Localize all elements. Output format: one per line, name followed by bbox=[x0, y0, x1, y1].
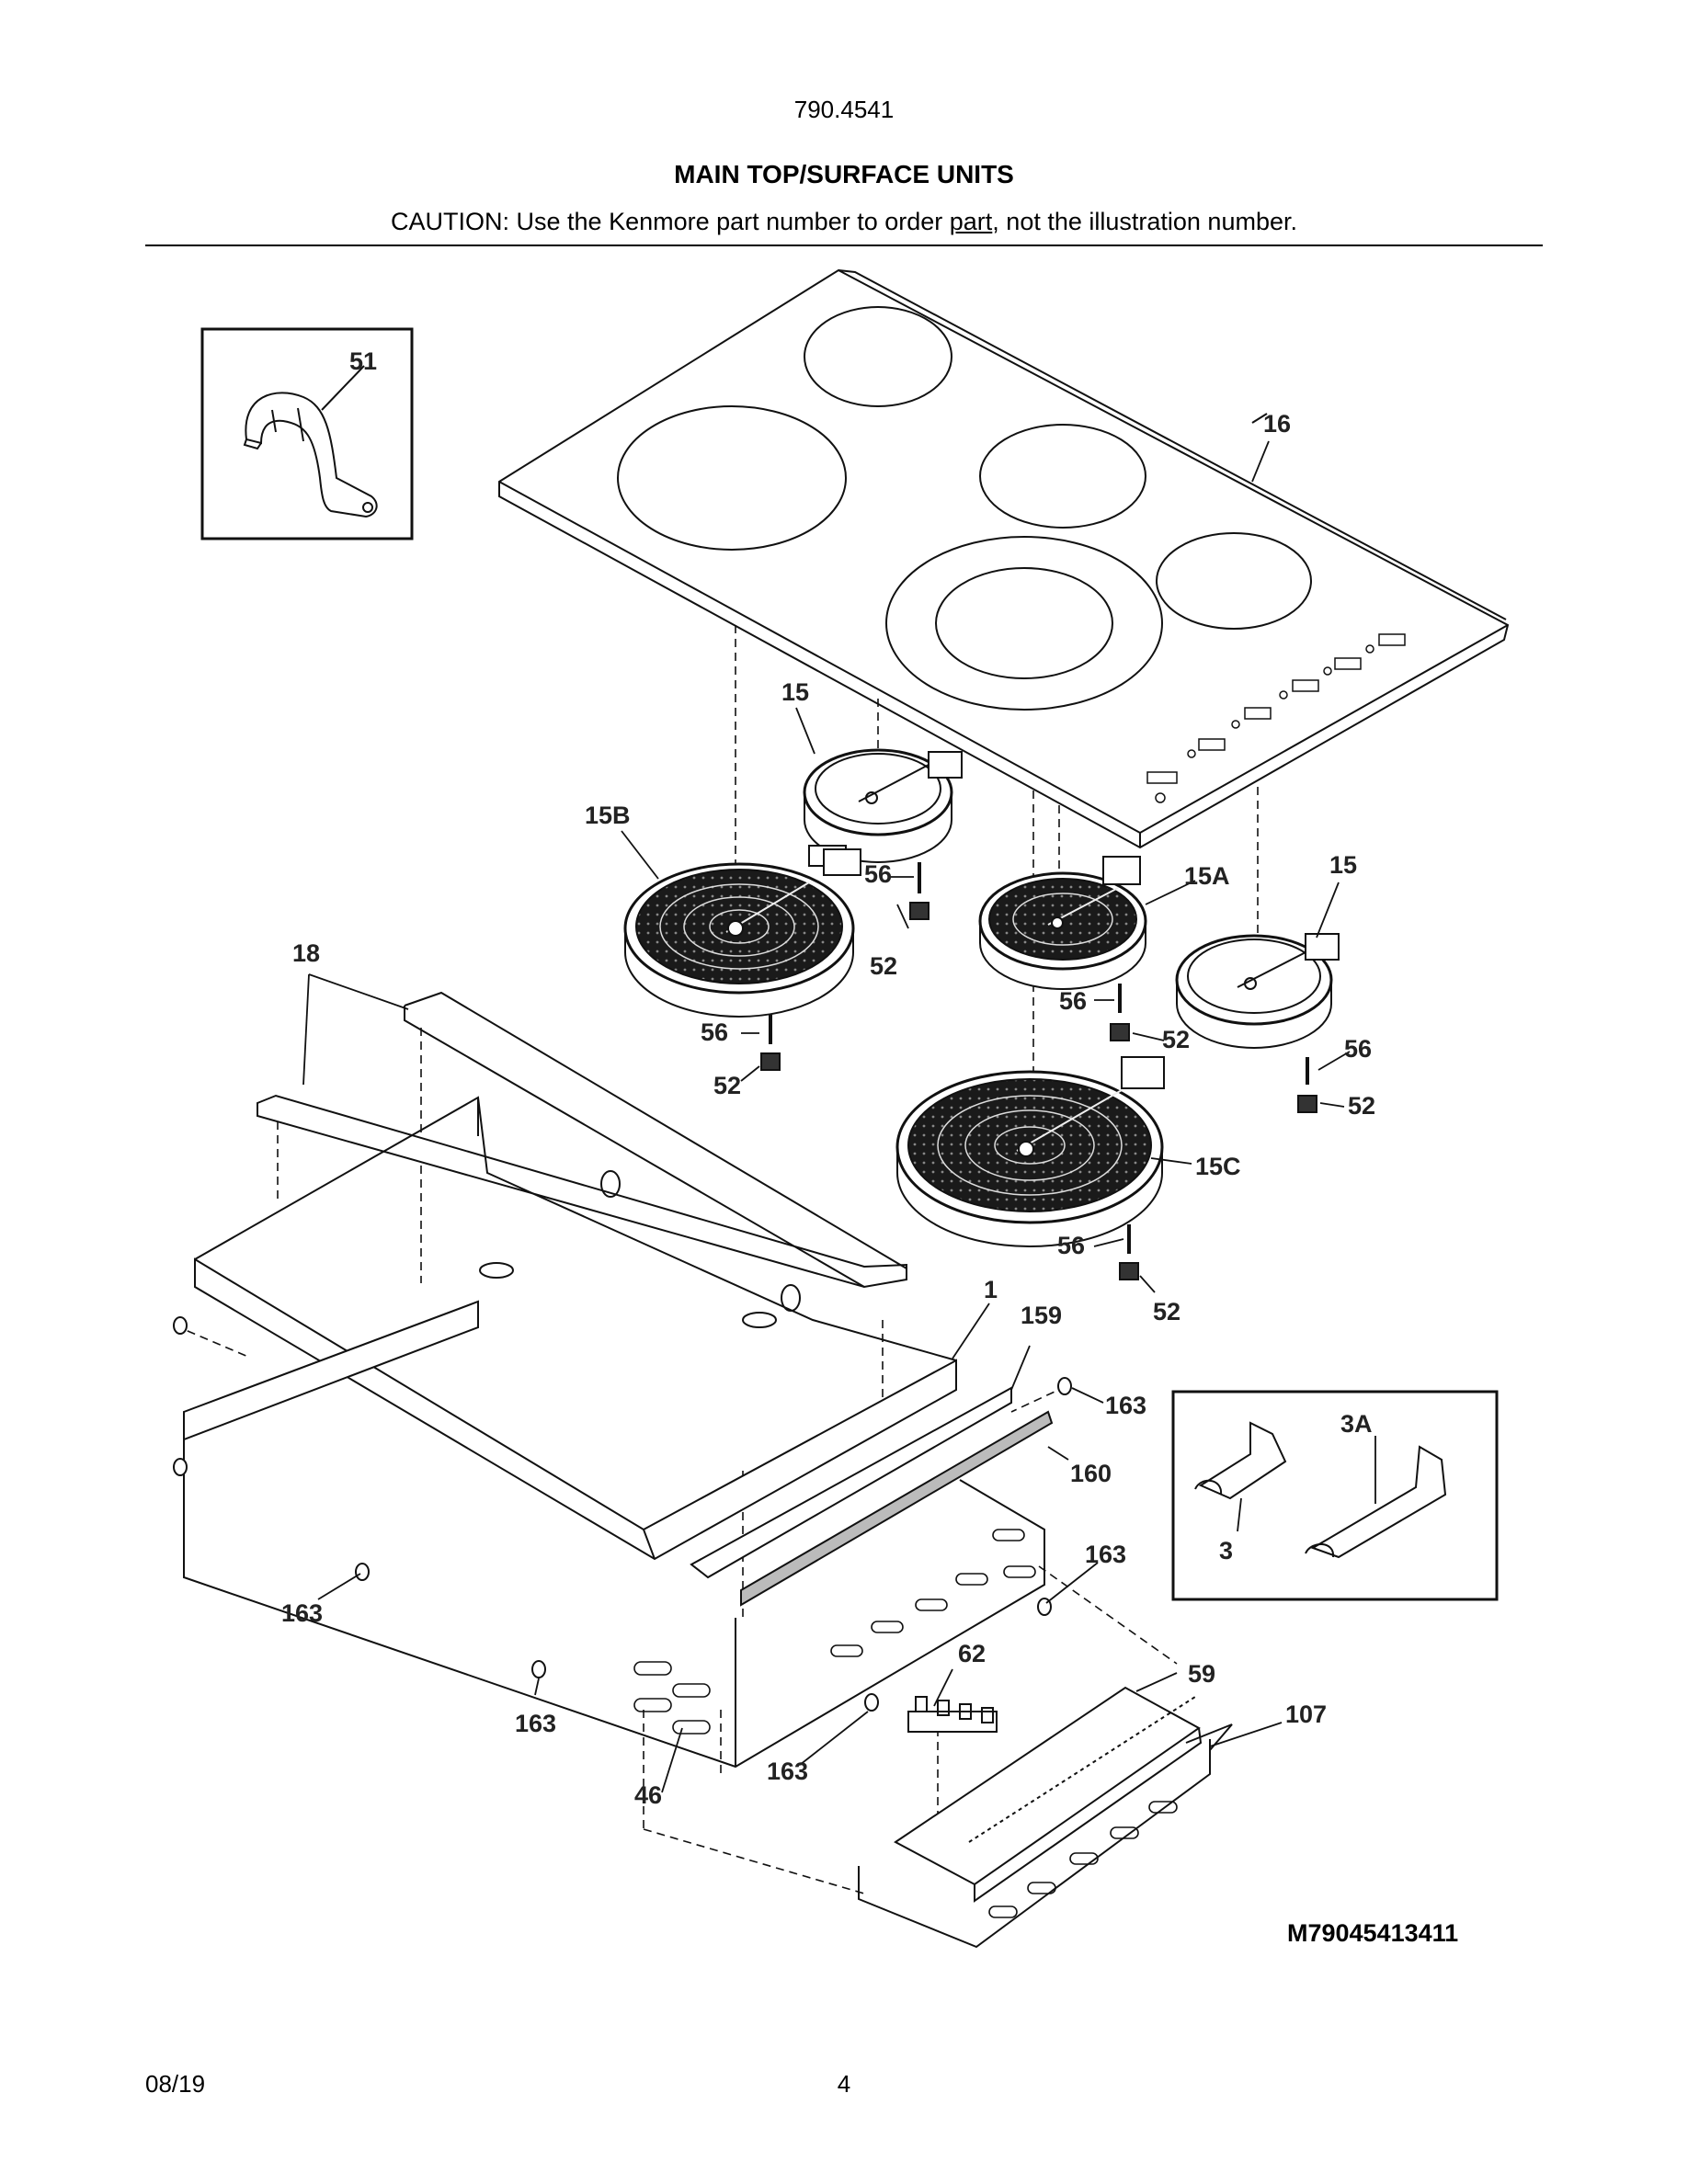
callout-51: 51 bbox=[349, 347, 377, 375]
callout-15-right: 15 bbox=[1329, 851, 1357, 879]
callout-18: 18 bbox=[292, 939, 320, 967]
surface-element-15-top bbox=[803, 748, 963, 867]
callout-labels: 51 16 15 15B 56 15A 15 18 52 56 56 52 56… bbox=[281, 347, 1375, 1809]
caution-text-prefix: CAUTION: Use the Kenmore part number to … bbox=[391, 208, 950, 235]
revision-date: 08/19 bbox=[145, 2070, 206, 2098]
callout-107: 107 bbox=[1285, 1701, 1327, 1728]
callout-3: 3 bbox=[1219, 1537, 1233, 1564]
callout-15a: 15A bbox=[1184, 862, 1230, 890]
mounting-brackets bbox=[257, 991, 907, 1289]
callout-56-c: 56 bbox=[1059, 987, 1087, 1015]
callout-1: 1 bbox=[984, 1276, 998, 1303]
model-number: 790.4541 bbox=[793, 96, 895, 123]
surface-element-15-right bbox=[1175, 933, 1340, 1049]
caution-text-suffix: , not the illustration number. bbox=[992, 208, 1297, 235]
callout-62: 62 bbox=[958, 1640, 986, 1667]
callout-163-a: 163 bbox=[1105, 1392, 1146, 1419]
callout-56-a: 56 bbox=[864, 860, 892, 888]
callout-52-c: 52 bbox=[1162, 1026, 1190, 1053]
callout-56-e: 56 bbox=[1057, 1232, 1085, 1259]
callout-163-e: 163 bbox=[767, 1757, 808, 1785]
callout-52-b: 52 bbox=[713, 1072, 741, 1099]
surface-element-15b bbox=[623, 848, 861, 1018]
callout-3a: 3A bbox=[1340, 1410, 1373, 1438]
trim-strips bbox=[690, 1386, 1054, 1607]
callout-52-a: 52 bbox=[870, 952, 897, 980]
header-divider bbox=[145, 245, 1543, 246]
callout-163-c: 163 bbox=[281, 1599, 323, 1627]
callout-56-d: 56 bbox=[1344, 1035, 1372, 1063]
terminal-block bbox=[907, 1696, 998, 1733]
callout-16: 16 bbox=[1263, 410, 1291, 438]
surface-element-15a bbox=[978, 856, 1147, 990]
callout-15c: 15C bbox=[1195, 1153, 1241, 1180]
lower-chassis bbox=[183, 1300, 1045, 1769]
callout-163-b: 163 bbox=[1085, 1541, 1126, 1568]
callout-163-d: 163 bbox=[515, 1710, 556, 1737]
callout-52-d: 52 bbox=[1348, 1092, 1375, 1120]
callout-56-b: 56 bbox=[701, 1018, 728, 1046]
caution-note: CAUTION: Use the Kenmore part number to … bbox=[0, 208, 1688, 236]
standoffs bbox=[173, 1316, 1072, 1712]
callout-52-e: 52 bbox=[1153, 1298, 1180, 1325]
callout-160: 160 bbox=[1070, 1460, 1112, 1487]
inset-box-brackets bbox=[1171, 1390, 1499, 1601]
glass-cooktop bbox=[498, 268, 1510, 849]
inset-box-clamp bbox=[200, 327, 414, 540]
screws-and-nuts bbox=[760, 862, 1317, 1280]
control-panel-housing bbox=[858, 1686, 1233, 1949]
callout-159: 159 bbox=[1021, 1302, 1062, 1329]
surface-element-15c bbox=[895, 1056, 1165, 1247]
page-number: 4 bbox=[837, 2070, 851, 2098]
drawing-number: M79045413411 bbox=[1287, 1919, 1459, 1947]
callout-46: 46 bbox=[634, 1781, 662, 1809]
caution-text-underlined: part bbox=[949, 208, 993, 235]
callout-59: 59 bbox=[1188, 1660, 1215, 1688]
page-title: MAIN TOP/SURFACE UNITS bbox=[674, 160, 1014, 188]
main-tray bbox=[194, 1096, 957, 1561]
callout-15-top: 15 bbox=[781, 678, 809, 706]
callout-15b: 15B bbox=[585, 802, 631, 829]
leader-lines bbox=[302, 440, 1376, 1793]
